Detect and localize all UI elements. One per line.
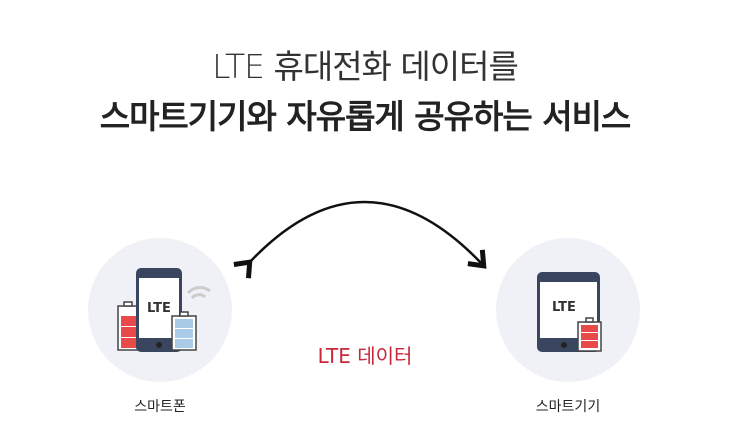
tablet-screen-label: LTE xyxy=(552,300,576,315)
smartphone-label: 스마트폰 xyxy=(134,399,186,415)
tablet-icon: LTE xyxy=(496,238,640,382)
headline-line2: 스마트기기와 자유롭게 공유하는 서비스 xyxy=(99,97,632,136)
smartphone-icon: LTE xyxy=(88,238,232,382)
headline-line1: LTE 휴대전화 데이터를 xyxy=(212,47,519,86)
lte-data-label: LTE 데이터 xyxy=(317,344,413,368)
phone-screen-label: LTE xyxy=(147,301,171,316)
smart-device-label: 스마트기기 xyxy=(535,399,601,415)
exchange-arrow xyxy=(233,200,487,279)
